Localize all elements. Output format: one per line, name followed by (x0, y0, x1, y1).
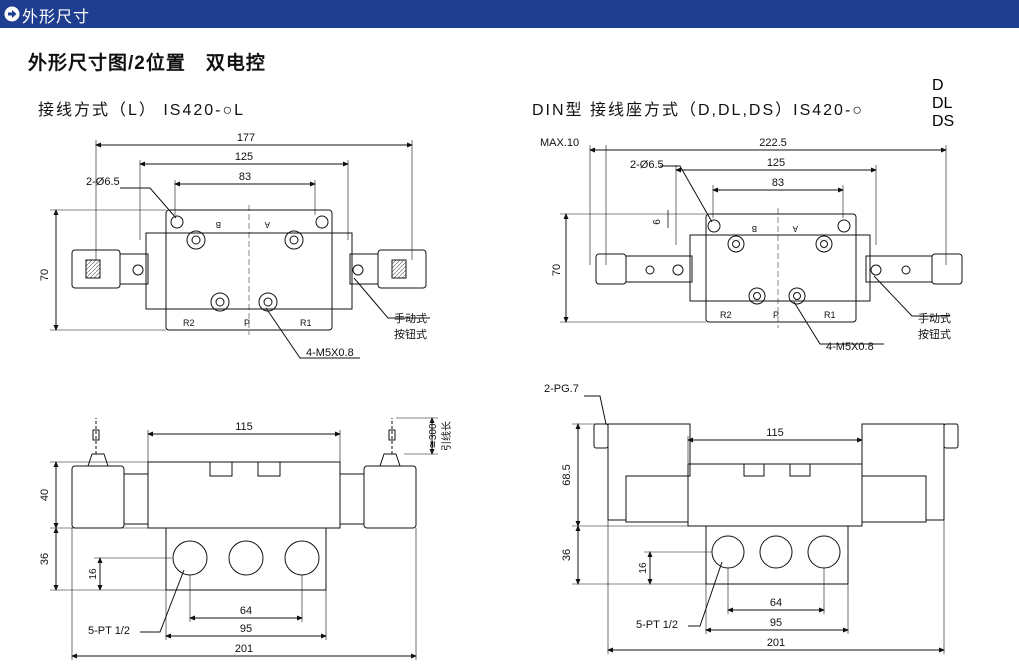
port-r1-label-right: R1 (824, 310, 836, 320)
port-a-label-right: A (792, 224, 798, 233)
hole-label: 2-Ø6.5 (86, 176, 120, 188)
dim-222-5: 222.5 (759, 137, 787, 149)
arrow-right-icon (4, 6, 20, 22)
caption-option-dl: DL (932, 95, 953, 112)
ports-label: 5-PT 1/2 (88, 625, 130, 637)
port-b-label: B (216, 220, 221, 229)
dim-70: 70 (39, 269, 51, 281)
lead-dim: ≅300 (428, 423, 439, 449)
dim-64-right: 64 (770, 597, 782, 609)
dim-177: 177 (237, 132, 255, 144)
ports-label-right: 5-PT 1/2 (636, 619, 678, 631)
page-subtitle: 外形尺寸图/2位置 双电控 (28, 53, 266, 74)
manual-label-1-right: 手动式 (918, 311, 951, 325)
dim-201: 201 (235, 643, 253, 655)
section-header: 外形尺寸 (0, 0, 1019, 28)
caption-option-d: D (932, 77, 944, 94)
right-caption: DIN型 接线座方式（D,DL,DS）IS420-○ (532, 102, 864, 119)
port-r2-label-right: R2 (720, 310, 732, 320)
dim-83: 83 (239, 171, 251, 183)
caption-option-ds: DS (932, 113, 954, 130)
top-right-view (560, 145, 963, 345)
port-b-label-right: B (752, 224, 757, 233)
dim-40: 40 (39, 489, 51, 501)
manual-label-2: 按钮式 (394, 327, 427, 341)
dim-125-right: 125 (767, 157, 785, 169)
dim-68-5: 68.5 (561, 464, 573, 485)
port-a-label: A (264, 220, 270, 229)
manual-label-2-right: 按钮式 (918, 327, 951, 341)
dim-36-right: 36 (561, 549, 573, 561)
dim-115: 115 (235, 421, 253, 433)
port-r2-label: R2 (183, 318, 195, 328)
thread-label-right: 4-M5X0.8 (826, 341, 874, 353)
dim-201-right: 201 (767, 637, 785, 649)
dim-70-right: 70 (551, 264, 563, 276)
manual-label-1: 手动式 (394, 311, 427, 325)
dim-6: 6 (652, 219, 663, 225)
bottom-right-view (572, 395, 959, 654)
dim-115-right: 115 (766, 427, 784, 439)
pg-label: 2-PG.7 (544, 383, 579, 395)
dim-16-right: 16 (638, 562, 649, 574)
dim-83-right: 83 (772, 177, 784, 189)
hole-label-right: 2-Ø6.5 (630, 159, 664, 171)
dim-64: 64 (240, 605, 252, 617)
dim-95-right: 95 (770, 617, 782, 629)
port-p-label: P (244, 318, 250, 328)
dim-125: 125 (235, 151, 253, 163)
top-left-view (50, 140, 430, 359)
max-label: MAX.10 (540, 137, 579, 149)
thread-label: 4-M5X0.8 (306, 347, 354, 359)
lead-note: 引线长 (440, 421, 453, 451)
dim-16: 16 (88, 568, 99, 580)
dim-95: 95 (240, 623, 252, 635)
bottom-left-view (50, 417, 438, 660)
dim-36: 36 (39, 553, 51, 565)
port-r1-label: R1 (300, 318, 312, 328)
section-title: 外形尺寸 (22, 9, 91, 26)
left-caption: 接线方式（L） IS420-○L (38, 102, 246, 119)
port-p-label-right: P (773, 310, 779, 320)
